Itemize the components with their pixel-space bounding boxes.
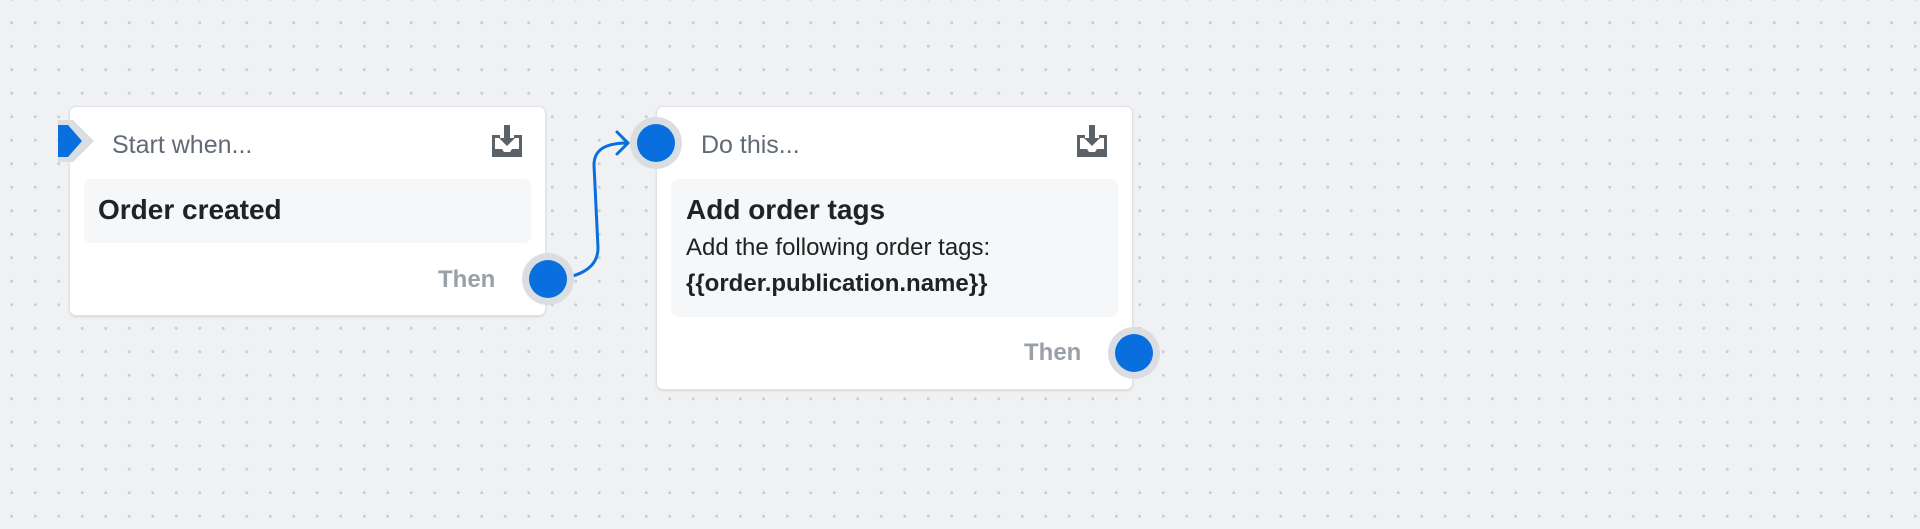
action-card-header: Do this... [657, 107, 1132, 177]
trigger-output-port[interactable] [529, 260, 567, 298]
download-tray-icon[interactable] [1074, 123, 1110, 159]
action-detail-box[interactable]: Add order tags Add the following order t… [671, 179, 1118, 317]
action-then-label: Then [1024, 339, 1082, 366]
action-card[interactable]: Do this... Add order tags Add the follow… [656, 106, 1133, 390]
trigger-event-name: Order created [98, 194, 282, 225]
action-input-port[interactable] [637, 124, 675, 162]
play-flag-icon [58, 120, 94, 162]
action-title: Add order tags [686, 194, 886, 225]
action-header-label: Do this... [701, 131, 800, 159]
action-output-port[interactable] [1115, 334, 1153, 372]
trigger-event-box[interactable]: Order created [84, 179, 531, 243]
action-description: Add the following order tags: [686, 234, 991, 261]
trigger-header-label: Start when... [112, 131, 253, 159]
trigger-card-header: Start when... [70, 107, 545, 177]
download-tray-icon[interactable] [489, 123, 525, 159]
action-tag-value: {{order.publication.name}} [686, 270, 988, 297]
trigger-card[interactable]: Start when... Order created Then [69, 106, 546, 316]
trigger-then-label: Then [438, 266, 496, 293]
